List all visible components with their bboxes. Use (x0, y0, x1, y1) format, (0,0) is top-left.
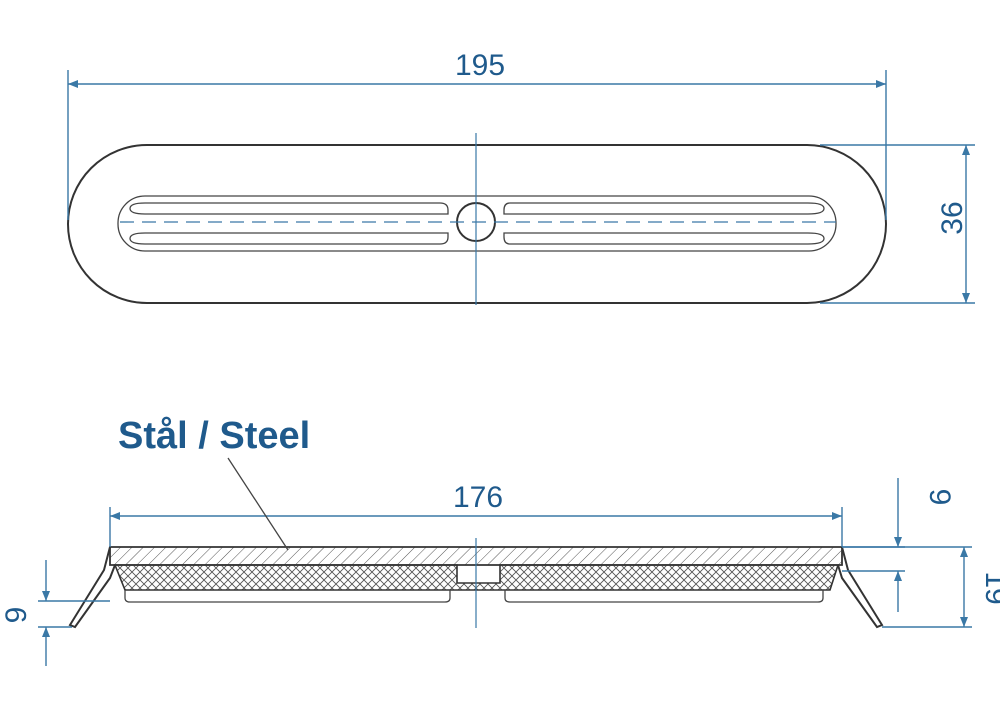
material-label: Stål / Steel (118, 415, 310, 457)
side-view: 176 Stål / Steel 9 19 9 (0, 415, 1000, 666)
width-dimension-label: 36 (936, 201, 969, 234)
length-dimension-label: 195 (455, 49, 505, 82)
material-leader (227, 457, 289, 551)
total-height-dimension-label: 19 (979, 571, 1000, 604)
right-upper-slot (503, 202, 825, 215)
plate-outline (67, 144, 887, 304)
left-flange (68, 546, 116, 629)
rubber-body (113, 564, 840, 591)
side-length-dimension-label: 176 (453, 481, 503, 514)
top-view: 195 36 (67, 49, 975, 305)
right-lower-slot (503, 232, 825, 245)
left-height-dimension-label: 9 (0, 607, 33, 624)
right-flange (837, 546, 884, 629)
left-lower-slot (129, 232, 449, 245)
left-upper-slot (129, 202, 449, 215)
top-height-dimension-label: 9 (923, 489, 956, 506)
slot-outline (117, 195, 837, 252)
